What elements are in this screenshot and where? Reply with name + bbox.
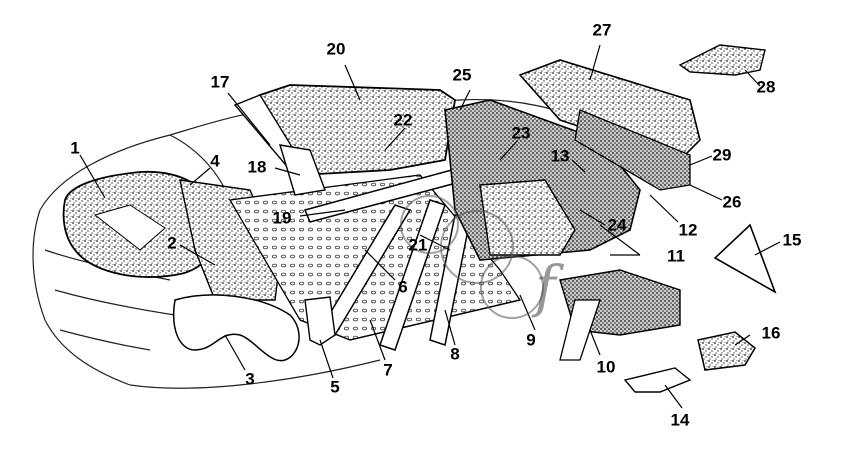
callout-12: 12 [678, 220, 698, 240]
callout-13: 13 [550, 146, 570, 166]
callout-2: 2 [167, 233, 177, 253]
a-pillar-parts [233, 94, 326, 196]
callout-18: 18 [247, 157, 267, 177]
callout-29: 29 [712, 145, 732, 165]
callout-20: 20 [326, 39, 346, 59]
callout-23: 23 [511, 123, 531, 143]
insulator-15 [713, 223, 777, 294]
callout-28: 28 [756, 77, 776, 97]
callout-19: 19 [272, 208, 292, 228]
insulator-28 [678, 44, 766, 76]
callout-1: 1 [70, 138, 80, 158]
callout-9: 9 [526, 330, 536, 350]
callout-21: 21 [408, 235, 428, 255]
callout-15: 15 [782, 230, 802, 250]
callout-25: 25 [452, 65, 472, 85]
insulator-14 [623, 367, 692, 393]
callout-24: 24 [607, 215, 627, 235]
callout-5: 5 [330, 377, 340, 397]
callout-4: 4 [210, 151, 220, 171]
wheelhouse-liner [173, 294, 300, 362]
callout-17: 17 [210, 72, 230, 92]
callout-6: 6 [398, 277, 408, 297]
callout-10: 10 [596, 357, 616, 377]
callout-16: 16 [761, 323, 781, 343]
callout-3: 3 [245, 369, 255, 389]
insulator-5 [304, 296, 336, 346]
trunk-insulator [574, 109, 691, 191]
parcel-shelf [518, 59, 701, 161]
callout-14: 14 [670, 410, 690, 430]
callout-8: 8 [450, 344, 460, 364]
callout-22: 22 [393, 110, 413, 130]
bracket-part [559, 299, 601, 361]
callout-11: 11 [667, 246, 685, 266]
callout-26: 26 [722, 192, 742, 212]
callout-27: 27 [592, 20, 612, 40]
car-body-outline [32, 98, 601, 389]
callout-7: 7 [383, 360, 393, 380]
